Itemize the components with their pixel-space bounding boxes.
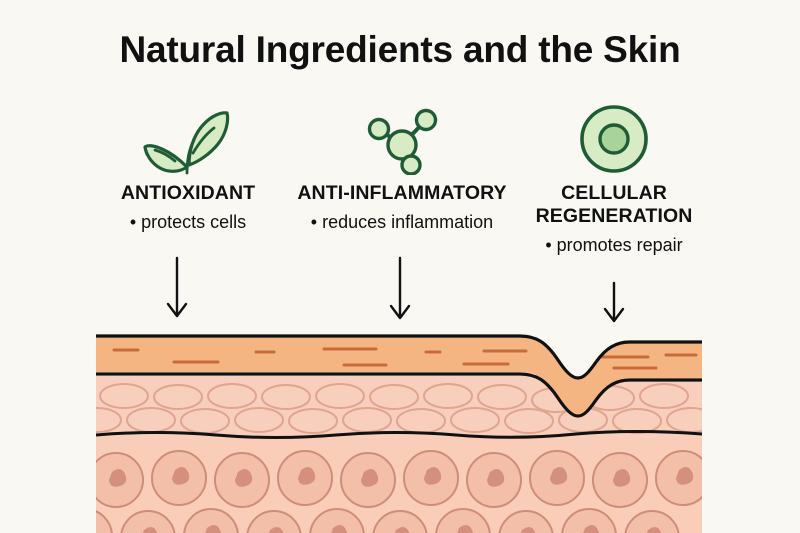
leaf-icon: [96, 100, 280, 178]
cell-icon: [524, 100, 704, 178]
benefit-column-cellular-regeneration: CELLULAR REGENERATION • promotes repair: [524, 100, 704, 256]
benefit-column-antioxidant: ANTIOXIDANT • protects cells: [96, 100, 280, 233]
benefit-heading: ANTI-INFLAMMATORY: [297, 182, 507, 204]
benefit-detail: • reduces inflammation: [310, 211, 494, 232]
benefit-detail: • protects cells: [129, 211, 247, 232]
dermis-layer: [96, 376, 702, 439]
benefit-heading: CELLULAR REGENERATION: [535, 182, 693, 227]
molecule-icon: [284, 100, 520, 178]
epidermis-layer: [96, 334, 702, 418]
page-title: Natural Ingredients and the Skin: [119, 29, 681, 70]
benefit-heading: ANTIOXIDANT: [120, 182, 256, 204]
down-arrow-icon-antioxidant: [166, 256, 188, 318]
down-arrow-icon-cellular-regeneration: [603, 281, 625, 323]
down-arrow-icon-anti-inflammatory: [389, 256, 411, 320]
benefit-detail: • promotes repair: [545, 234, 683, 255]
skin-cross-section: [96, 334, 702, 533]
hypodermis-layer: [96, 435, 702, 533]
benefit-column-anti-inflammatory: ANTI-INFLAMMATORY • reduces inflammation: [284, 100, 520, 233]
